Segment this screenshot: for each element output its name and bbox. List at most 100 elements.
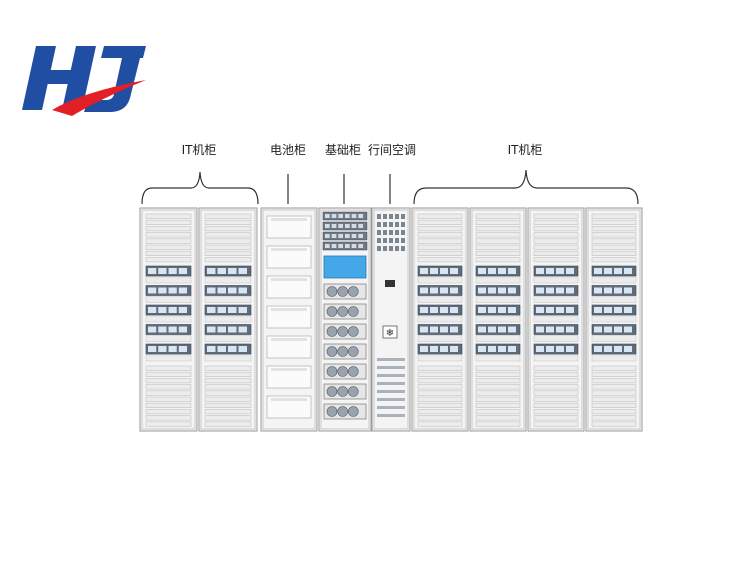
fan-icon <box>326 366 338 377</box>
drive-bay <box>440 326 448 333</box>
drive-bay <box>168 326 177 333</box>
drive-bay <box>178 287 187 294</box>
snowflake-icon <box>382 325 398 339</box>
vent-panel <box>145 213 192 219</box>
drive-bay <box>624 287 632 294</box>
drive-bay <box>624 268 632 274</box>
vent-panel <box>145 365 192 371</box>
drive-bay <box>488 346 496 352</box>
vent-panel <box>533 402 579 409</box>
vent-panel <box>591 257 637 263</box>
vent-panel <box>204 250 252 256</box>
drive-bay <box>594 326 602 333</box>
drive-bay <box>478 346 486 352</box>
vent-panel <box>417 421 463 427</box>
grille-cell <box>377 238 381 243</box>
fan-icon <box>326 406 338 417</box>
vent-panel <box>591 415 637 421</box>
drive-bay <box>556 287 564 294</box>
vent-panel <box>417 250 463 256</box>
drive-bay <box>148 346 157 352</box>
drive-bay <box>228 287 237 294</box>
vent-panel <box>204 390 252 396</box>
drive-bay <box>566 326 574 333</box>
drive-bay <box>478 326 486 333</box>
drive-bay <box>207 346 216 352</box>
drive-bay <box>546 326 554 333</box>
drive-bay <box>488 268 496 274</box>
battery-module <box>266 245 312 269</box>
vent-panel <box>204 384 252 390</box>
drive-bay <box>508 326 516 333</box>
drive-bay <box>536 287 544 294</box>
vent-panel <box>591 238 637 244</box>
drive-bay <box>498 307 506 313</box>
drive-bay <box>594 346 602 352</box>
drive-bay <box>440 346 448 352</box>
drive-bay <box>498 346 506 352</box>
logo-red-swoosh <box>52 80 146 116</box>
fan-icon <box>348 346 359 357</box>
vent-panel <box>475 238 521 244</box>
drive-bay <box>478 268 486 274</box>
drive-bay <box>508 268 516 274</box>
grille-cell <box>389 214 393 219</box>
vent-panel <box>475 232 521 238</box>
vent-panel <box>417 390 463 396</box>
logo-j-stem <box>84 58 140 112</box>
vent-panel <box>417 226 463 232</box>
vent-panel <box>475 384 521 390</box>
grille-cell <box>389 222 393 227</box>
vent-panel <box>417 257 463 263</box>
drive-bay <box>168 268 177 274</box>
vent-panel <box>533 257 579 263</box>
drive-bay <box>420 326 428 333</box>
drive-bay <box>207 268 216 274</box>
drive-bay <box>450 307 458 313</box>
drive-bay <box>536 307 544 313</box>
vent-panel <box>417 409 463 415</box>
cabinet-base <box>318 207 372 432</box>
drive-bay <box>148 268 157 274</box>
vent-panel <box>533 421 579 427</box>
cabinet-battery <box>260 207 318 432</box>
drive-bay <box>217 307 226 313</box>
ac-vent-slat <box>377 366 405 369</box>
vent-panel <box>591 409 637 415</box>
drive-bay <box>228 268 237 274</box>
vent-panel <box>145 409 192 415</box>
drive-bay <box>158 346 167 352</box>
drive-bay <box>178 326 187 333</box>
fan-icon <box>348 386 359 397</box>
drive-bay <box>430 346 438 352</box>
fan-icon <box>348 306 359 317</box>
battery-module <box>266 215 312 239</box>
cabinet-it <box>585 207 643 432</box>
drive-bay <box>556 307 564 313</box>
battery-module <box>266 365 312 389</box>
drive-bay <box>604 346 612 352</box>
drive-bay <box>604 307 612 313</box>
battery-rail <box>271 248 307 251</box>
vent-panel <box>475 244 521 250</box>
drive-bay <box>450 268 458 274</box>
grille-cell <box>401 214 405 219</box>
drive-bay <box>556 326 564 333</box>
grille-cell <box>383 238 387 243</box>
display-screen <box>323 255 367 279</box>
vent-panel <box>204 396 252 402</box>
drive-bay <box>478 307 486 313</box>
vent-panel <box>533 396 579 402</box>
drive-bay <box>430 268 438 274</box>
vent-panel <box>533 378 579 384</box>
vent-panel <box>591 421 637 427</box>
grille-cell <box>389 230 393 235</box>
battery-rail <box>271 398 307 401</box>
drive-bay <box>604 326 612 333</box>
drive-bay <box>594 287 602 294</box>
vent-panel <box>591 402 637 409</box>
vent-panel <box>475 250 521 256</box>
battery-rail <box>271 308 307 311</box>
ac-vent-slat <box>377 358 405 361</box>
drive-bay <box>556 346 564 352</box>
